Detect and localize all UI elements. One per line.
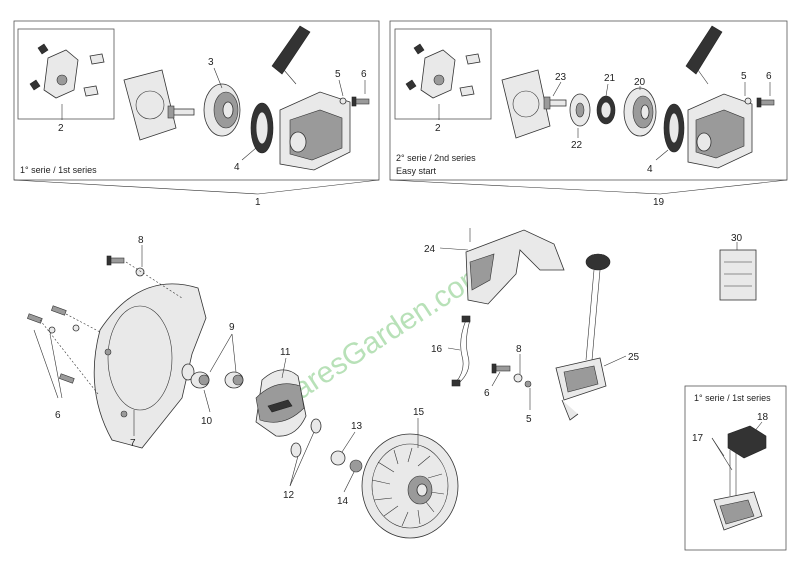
kit-box-first-series: [13, 20, 380, 181]
kit-box-ignition: [684, 385, 787, 551]
callout-6: 6: [361, 69, 367, 80]
starter-pulley-icon: [623, 87, 657, 137]
coil-screws-icon: [491, 363, 532, 388]
decal-icon: [719, 249, 757, 301]
bolt-icon: [543, 96, 567, 110]
pawl-assembly-icon: [405, 43, 481, 99]
callout-15: 15: [413, 407, 425, 418]
callout-13: 13: [351, 421, 363, 432]
cylinder-cover-icon: [465, 229, 565, 305]
callout-3: 3: [208, 57, 214, 68]
kit-caption-ignition: 1° serie / 1st series: [694, 393, 771, 403]
clutch-assembly-icon: [255, 369, 307, 437]
callout-20: 20: [634, 77, 646, 88]
spacer-bushings-icon: [190, 371, 244, 389]
kit-caption-first-series: 1° serie / 1st series: [20, 165, 97, 175]
recoil-spring-icon: [250, 102, 274, 154]
callout-8: 8: [138, 235, 144, 246]
kit-box-second-series: [389, 20, 788, 181]
callout-5: 5: [526, 414, 532, 425]
bolt-icon: [167, 105, 195, 119]
callout-21: 21: [604, 73, 616, 84]
starter-handle-icon: [685, 25, 723, 85]
kit-number-19: 19: [653, 197, 665, 208]
callout-12: 12: [283, 490, 295, 501]
callout-11: 11: [280, 347, 291, 358]
callout-9: 9: [229, 322, 235, 333]
starter-housing-icon: [279, 91, 351, 171]
pawl-subbox-first-series: [17, 28, 115, 120]
callout-6: 6: [484, 388, 490, 399]
flywheel-icon: [361, 433, 459, 539]
callout-4: 4: [234, 162, 240, 173]
starter-handle-icon: [271, 25, 311, 85]
flywheel-nut-icon: [330, 450, 363, 473]
callout-4: 4: [647, 164, 653, 175]
washers-icon: [290, 418, 322, 458]
washer-icon: [744, 97, 752, 105]
pawl-assembly-icon: [29, 43, 105, 99]
kit-number-1: 1: [255, 197, 261, 208]
kit-caption-second-series: 2° serie / 2nd series: [396, 153, 476, 163]
starter-kit-second-series: 2 23 22 21 20 4 5 6 2° serie / 2nd serie…: [389, 20, 788, 208]
pawl-subbox-second-series: [394, 28, 492, 120]
callout-30: 30: [731, 233, 743, 244]
cam-disc-icon: [569, 93, 591, 127]
callout-7: 7: [130, 438, 136, 449]
callout-6: 6: [766, 71, 772, 82]
washer-icon: [339, 97, 347, 105]
callout-24: 24: [424, 244, 436, 255]
callout-5: 5: [741, 71, 747, 82]
bearing-icon: [596, 95, 616, 125]
ignition-kit-first-series: 1° serie / 1st series 17 18: [684, 385, 787, 551]
starter-kit-first-series: 2 3 4 5 6 1° serie / 1st series 1: [13, 20, 380, 208]
housing-screws-icon: [27, 255, 145, 384]
starter-pulley-icon: [203, 83, 241, 137]
fan-housing-icon: [93, 283, 207, 449]
kit-caption-easy-start: Easy start: [396, 166, 437, 176]
ignition-coil-first-series-icon: [713, 425, 767, 531]
callout-25: 25: [628, 352, 640, 363]
callout-2: 2: [435, 123, 441, 134]
callout-22: 22: [571, 140, 583, 151]
ground-cable-icon: [451, 315, 471, 387]
callout-17: 17: [692, 433, 704, 444]
screw-icon: [756, 97, 775, 108]
ignition-coil-icon: [555, 253, 611, 421]
callout-23: 23: [555, 72, 567, 83]
gasket-icon: [501, 69, 551, 139]
callout-14: 14: [337, 496, 349, 507]
callout-6: 6: [55, 410, 61, 421]
callout-5: 5: [335, 69, 341, 80]
screw-icon: [351, 96, 370, 107]
callout-16: 16: [431, 344, 443, 355]
callout-2: 2: [58, 123, 64, 134]
callout-18: 18: [757, 412, 769, 423]
callout-8: 8: [516, 344, 522, 355]
callout-10: 10: [201, 416, 213, 427]
recoil-spring-icon: [663, 103, 685, 153]
gasket-icon: [123, 69, 177, 141]
starter-housing-icon: [687, 93, 753, 169]
